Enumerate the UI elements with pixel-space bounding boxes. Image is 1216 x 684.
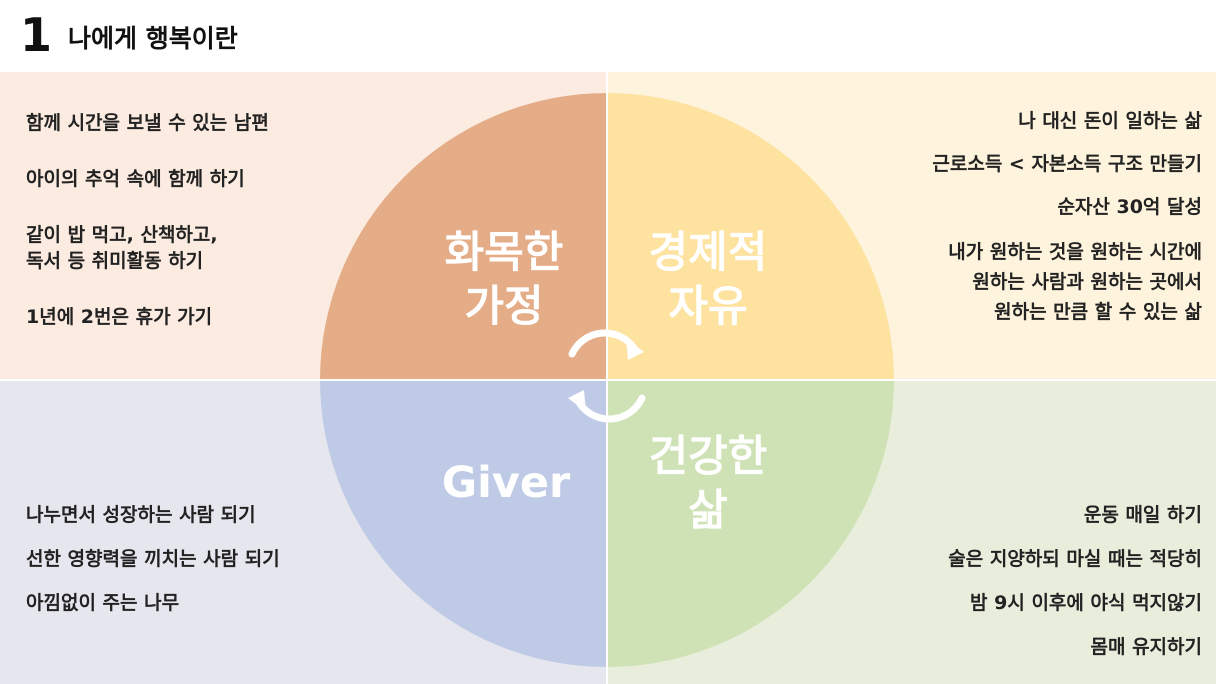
list-item: 나누면서 성장하는 사람 되기 [26, 504, 256, 526]
list-item: 선한 영향력을 끼치는 사람 되기 [26, 548, 280, 570]
list-item: 아이의 추억 속에 함께 하기 [26, 168, 245, 190]
quadrant-label-health: 건강한 삶 [648, 432, 768, 536]
list-item: 1년에 2번은 휴가 가기 [26, 306, 213, 328]
list-item: 순자산 30억 달성 [1057, 196, 1202, 218]
quadrant-label-giver: Giver [441, 458, 571, 508]
quadrant-label-family: 화목한 가정 [444, 228, 564, 332]
circle-segment-freedom [607, 93, 894, 380]
list-item: 근로소득 < 자본소득 구조 만들기 [932, 153, 1202, 175]
circle-segment-family [320, 93, 607, 380]
list-item: 아낌없이 주는 나무 [26, 592, 180, 614]
giver-list: 나누면서 성장하는 사람 되기 선한 영향력을 끼치는 사람 되기 아낌없이 주… [26, 502, 280, 616]
circle-segment-giver [320, 380, 607, 667]
page-title: 나에게 행복이란 [68, 24, 238, 53]
list-item: 함께 시간을 보낼 수 있는 남편 [26, 112, 269, 134]
list-item: 술은 지양하되 마실 때는 적당히 [948, 548, 1202, 570]
list-item: 운동 매일 하기 [1083, 504, 1202, 526]
list-item: 같이 밥 먹고, 산책하고, 독서 등 취미활동 하기 [26, 224, 218, 272]
quadrant-label-freedom: 경제적 자유 [648, 228, 768, 332]
freedom-list: 나 대신 돈이 일하는 삶 근로소득 < 자본소득 구조 만들기 순자산 30억… [932, 108, 1202, 327]
circle-segment-health [607, 380, 894, 667]
health-list: 운동 매일 하기 술은 지양하되 마실 때는 적당히 밤 9시 이후에 야식 먹… [948, 502, 1202, 660]
list-item: 나 대신 돈이 일하는 삶 [1018, 110, 1202, 132]
cycle-arrows-icon [568, 329, 646, 423]
list-item: 내가 원하는 것을 원하는 시간에 원하는 사람과 원하는 곳에서 원하는 만큼… [948, 241, 1202, 323]
family-list: 함께 시간을 보낼 수 있는 남편 아이의 추억 속에 함께 하기 같이 밥 먹… [26, 110, 269, 330]
title-number: 1 [20, 8, 53, 62]
title-bar: 1 나에게 행복이란 [0, 0, 1216, 72]
list-item: 몸매 유지하기 [1090, 636, 1203, 658]
list-item: 밤 9시 이후에 야식 먹지않기 [970, 592, 1202, 614]
